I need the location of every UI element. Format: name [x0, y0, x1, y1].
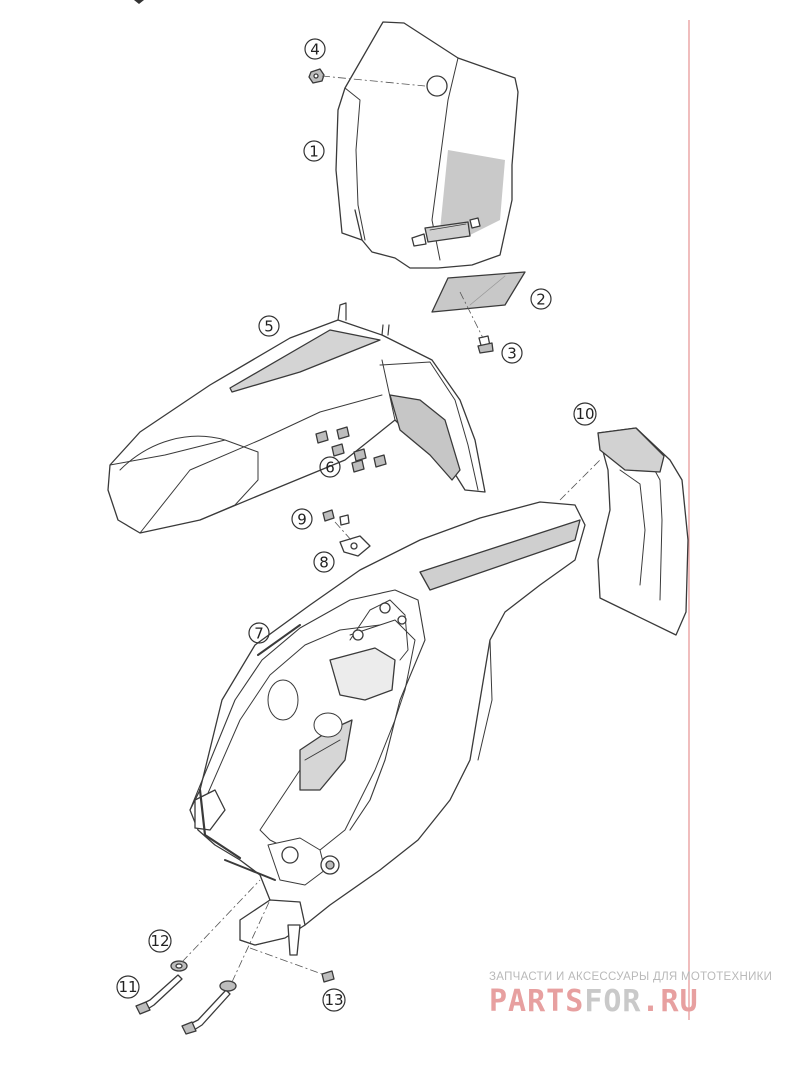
- part-washer-12: [170, 960, 188, 972]
- watermark-logo-parts: PARTS: [489, 984, 585, 1019]
- part-screw-13: [321, 970, 335, 983]
- svg-text:10: 10: [575, 405, 594, 423]
- callout-9: 9: [291, 508, 313, 530]
- part-rear-mud-flap: [597, 427, 689, 636]
- part-rear-fender: [189, 501, 586, 956]
- svg-text:1: 1: [309, 143, 319, 161]
- svg-text:4: 4: [310, 41, 320, 59]
- part-screw-3: [477, 335, 494, 354]
- watermark-logo: PARTSFOR.RU: [489, 984, 699, 1019]
- part-decal: [431, 271, 526, 313]
- callout-1: 1: [303, 140, 325, 162]
- svg-text:5: 5: [264, 318, 274, 336]
- svg-text:12: 12: [150, 932, 169, 950]
- callout-11: 11: [116, 975, 140, 999]
- callout-6: 6: [319, 456, 341, 478]
- callout-8: 8: [313, 551, 335, 573]
- callout-7: 7: [248, 622, 270, 644]
- part-bolt-11: [135, 974, 237, 1035]
- svg-text:3: 3: [507, 345, 517, 363]
- callout-2: 2: [530, 288, 552, 310]
- callouts: 4 1 2 3 5 6 10 9: [116, 38, 597, 1012]
- part-screw-9: [322, 509, 350, 526]
- part-bracket-8: [339, 535, 371, 557]
- watermark-caption: ЗАПЧАСТИ И АКСЕССУАРЫ ДЛЯ МОТОТЕХНИКИ: [489, 971, 773, 983]
- svg-text:9: 9: [297, 511, 307, 529]
- part-fender-clips: [315, 426, 387, 473]
- assembly-lines: [181, 75, 601, 983]
- callout-5: 5: [258, 315, 280, 337]
- callout-4: 4: [304, 38, 326, 60]
- svg-text:11: 11: [118, 978, 137, 996]
- svg-text:2: 2: [536, 291, 546, 309]
- svg-text:7: 7: [254, 625, 264, 643]
- callout-13: 13: [322, 988, 346, 1012]
- watermark-logo-for: FOR: [584, 984, 642, 1019]
- callout-3: 3: [501, 342, 523, 364]
- corner-fragment: [134, 0, 144, 4]
- svg-text:13: 13: [324, 991, 343, 1009]
- svg-text:8: 8: [319, 554, 329, 572]
- part-front-number-plate: [335, 21, 519, 269]
- svg-text:6: 6: [325, 459, 335, 477]
- part-front-fender: [107, 302, 486, 534]
- watermark-logo-ru: .RU: [641, 984, 699, 1019]
- callout-12: 12: [148, 929, 172, 953]
- callout-10: 10: [573, 402, 597, 426]
- part-nut-4: [308, 68, 325, 84]
